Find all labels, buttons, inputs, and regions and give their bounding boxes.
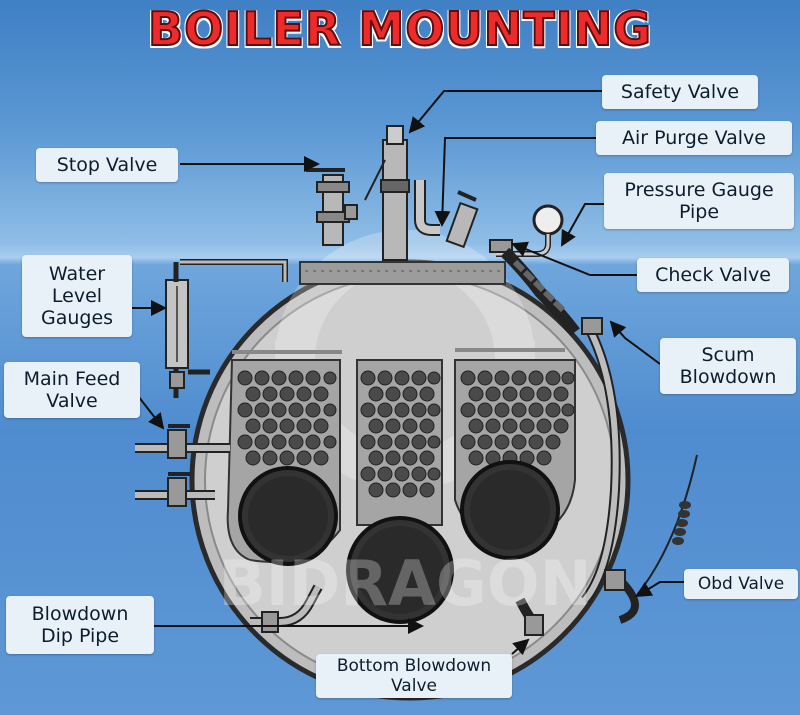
stop-valve-icon (306, 168, 358, 246)
label-check-valve: Check Valve (637, 258, 789, 292)
leader-safety-valve (408, 90, 602, 134)
bottom-blowdown-valve-icon (515, 597, 544, 636)
leader-pressure-gauge (561, 203, 604, 247)
label-air-purge-valve: Air Purge Valve (596, 121, 792, 155)
leader-check-valve (511, 241, 637, 276)
leader-air-purge-valve (434, 137, 596, 227)
tube-bank-center (346, 359, 454, 624)
leader-scum-blowdown (609, 320, 661, 365)
safety-valve-icon (364, 125, 410, 261)
label-safety-valve: Safety Valve (602, 75, 758, 109)
leader-obd-valve (635, 581, 684, 598)
page-title: BOILER MOUNTING (147, 1, 652, 57)
watermark-text: BIDRAGON (219, 547, 592, 620)
air-purge-valve-icon (414, 180, 479, 249)
leader-main-feed (137, 395, 165, 430)
pressure-gauge-icon (489, 204, 564, 257)
label-stop-valve: Stop Valve (36, 148, 178, 182)
check-valve-icon (500, 247, 580, 336)
tube-bank-right (454, 359, 576, 560)
main-feed-valve-icon (135, 424, 230, 507)
scum-blowdown-pipe-icon (581, 317, 621, 604)
leader-bottom-blowdown (511, 638, 530, 656)
water-level-gauge-icon (165, 259, 288, 398)
label-obd-valve: Obd Valve (684, 569, 798, 599)
tube-bank-left (226, 359, 341, 566)
